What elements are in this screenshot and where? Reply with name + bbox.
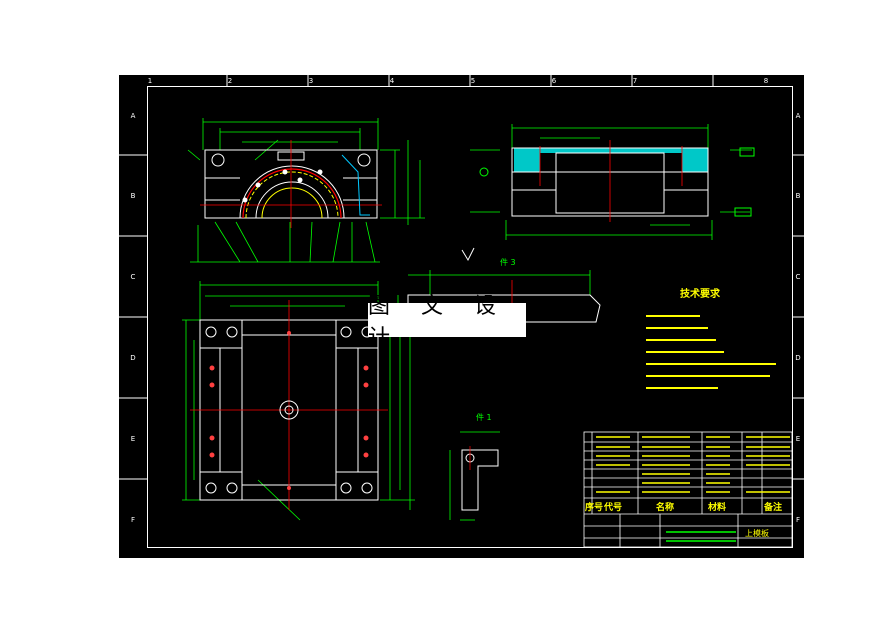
row-label-e: E	[131, 435, 135, 443]
front-view	[187, 118, 425, 263]
row-label-d-right: D	[795, 354, 800, 362]
front-view-holes	[211, 153, 371, 203]
title-block-rows	[596, 436, 790, 542]
part-name: 上模板	[745, 528, 769, 538]
col-label-6: 6	[552, 77, 557, 85]
col-label-1: 1	[148, 77, 152, 85]
col-label-7: 7	[633, 77, 637, 85]
row-label-b-right: B	[796, 192, 801, 200]
col-label-4: 4	[390, 77, 395, 85]
header-name: 名称	[656, 501, 674, 513]
row-label-c-right: C	[796, 273, 801, 281]
title-block: 序号 代号 名称 材料 备注 上模板	[583, 431, 793, 548]
row-label-a-right: A	[796, 112, 801, 120]
header-remark: 备注	[763, 501, 782, 513]
plan-view	[182, 281, 415, 521]
technical-requirements: 技术要求	[646, 287, 776, 389]
row-label-c: C	[131, 273, 136, 281]
row-label-d: D	[130, 354, 135, 362]
row-label-f: F	[131, 516, 135, 524]
watermark-stamp: 图 文 设 计	[368, 294, 526, 351]
section-view-dimensions	[470, 124, 752, 240]
header-seq: 序号	[585, 501, 603, 513]
plan-view-holes	[205, 326, 373, 494]
roughness-symbol	[461, 247, 475, 262]
row-label-a: A	[131, 112, 136, 120]
col-label-8: 8	[764, 77, 768, 85]
col-label-3: 3	[309, 77, 313, 85]
row-label-e-right: E	[796, 435, 800, 443]
tech-req-heading: 技术要求	[680, 287, 721, 300]
watermark-text: 图 文 设 计	[368, 294, 508, 351]
tech-req-lines	[646, 315, 776, 389]
row-label-b: B	[131, 192, 136, 200]
col-label-2: 2	[228, 77, 232, 85]
row-label-f-right: F	[796, 516, 800, 524]
section-hatch	[514, 148, 708, 172]
plan-view-dimensions	[182, 281, 415, 521]
part-view-b: 件 1	[449, 412, 500, 521]
section-view	[470, 124, 755, 240]
col-label-5: 5	[471, 77, 475, 85]
header-material: 材料	[707, 501, 726, 513]
title-block-header: 序号 代号 名称 材料 备注	[585, 501, 782, 513]
front-view-dimensions	[187, 118, 425, 263]
header-code: 代号	[603, 501, 622, 513]
view-b-label: 件 1	[476, 412, 492, 422]
view-a-label: 件 3	[500, 257, 516, 267]
zone-ticks	[118, 74, 805, 480]
front-view-centerlines	[200, 140, 382, 228]
